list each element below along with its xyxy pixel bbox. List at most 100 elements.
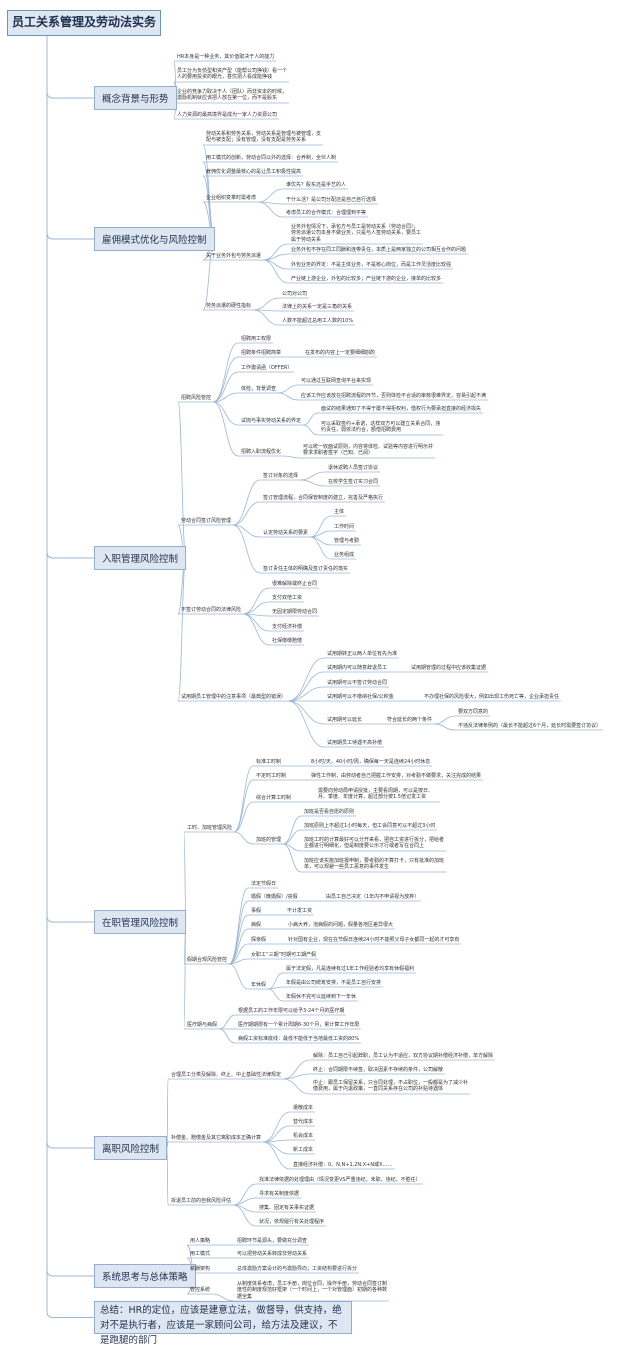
node-o1[interactable]: 招聘风险管控 (181, 395, 212, 401)
node-e1a[interactable]: 标准工时制 (256, 759, 282, 765)
node-o2c[interactable]: 认定劳动关系的要素 (263, 530, 309, 536)
node-r1[interactable]: 合理员工分类及解除、终止、中止基础性法律规定 (171, 1072, 282, 1078)
node-e2c1[interactable]: 不计发工资 (287, 908, 313, 914)
node-e2a[interactable]: 法定节假日 (251, 881, 277, 887)
node-o2c4[interactable]: 业务组成 (334, 552, 355, 558)
node-o1e1[interactable]: 面试的结果通知了不得于屡不得拒权利，借权行为要承担直接的经济损失 (321, 406, 482, 412)
node-o4e1[interactable]: 符合延长的两个条件 (387, 717, 433, 723)
node-o1e[interactable]: 试岗与事实劳动关系的界定 (241, 418, 302, 424)
node-e2d1[interactable]: 小病大养，泡病假的问题，假量各地区差异很大 (288, 922, 394, 928)
node-r2d[interactable]: 新工成本 (293, 1147, 314, 1153)
node-o2c1[interactable]: 主体 (334, 509, 345, 515)
section-resignation[interactable]: 离职风险控制 (94, 1136, 168, 1160)
node-o4a[interactable]: 试用期转正以两人单位有先为准 (327, 651, 398, 657)
node-s3[interactable]: 薪酬架构 (190, 1266, 211, 1272)
node-e3b[interactable]: 医疗期期限有一个累计周期6-30个月，累计算工作年限 (238, 1022, 360, 1028)
node-o2a2[interactable]: 在校学生签订实习合同 (328, 479, 379, 485)
node-e2g2[interactable]: 年假是由公司统筹安排，不是员工自行安排 (286, 980, 382, 986)
node-o3a[interactable]: 很难解除或终止合同 (272, 581, 318, 587)
node-e2g1[interactable]: 属于法定假，凡是连续有过1年工作经验者均享有休假福利 (286, 966, 415, 972)
node-o1a[interactable]: 招聘用工权限 (241, 336, 272, 342)
node-e3c[interactable]: 病假工资标准底线：最低不能低于当地最低工资的80% (238, 1036, 360, 1042)
node-e2g[interactable]: 年休假 (251, 982, 267, 988)
node-e2c[interactable]: 事假 (251, 908, 262, 914)
node-h5c[interactable]: 外包业务的界定：不是主体业务，不是核心岗位，而是工作灵活度比较强 (291, 262, 452, 268)
node-s2a[interactable]: 可以把劳动关系转成非劳动关系 (237, 1251, 308, 1257)
node-o1f[interactable]: 招聘入职流程优化 (241, 449, 282, 455)
section-employment[interactable]: 在职管理风险控制 (94, 910, 187, 934)
node-s4a[interactable]: 从制度体系考虑，员工手册，岗位合同，操作手册，劳动合同签订制度性的制度规范好框架… (237, 1281, 388, 1300)
node-h4[interactable]: 企业组织变革时需考虑 (206, 195, 257, 201)
node-o2d[interactable]: 签订责任主体的明确及签订责任的落实 (263, 566, 349, 572)
node-o4d1[interactable]: 不办理社保的风险很大，例如出现工伤死亡等，企业承担责任 (424, 694, 560, 700)
node-h4b[interactable]: 干什么活？是公司分配还是自己自行选择 (286, 197, 377, 203)
node-s1a[interactable]: 招聘环节是源头，要做充分调查 (237, 1238, 308, 1244)
node-bg3[interactable]: 企业的竞争力取决于人（团队）而非资本的时候，激励机制就应该把人放在第一位，而不是… (177, 89, 288, 102)
node-o1d2[interactable]: 应该工作应该放在招聘流程的环节，否则体检不合适的审核很难界定，容易引起不满 (301, 393, 487, 399)
node-r3a[interactable]: 找准法律依据的处理理由（情况变更VS严重违纪，未职，违纪，不胜任） (259, 1177, 421, 1183)
node-bg1[interactable]: HR本身是一种业务，其价值取决于人的能力 (177, 54, 275, 60)
node-h4c[interactable]: 考虑员工的合作模式：合理理到平等 (286, 210, 367, 216)
node-r2e[interactable]: 直接经济补偿：0、N,N+1,2N,X+N或X…… (293, 1162, 393, 1168)
node-h4a[interactable]: 谁优先？股东还是手艺的人 (286, 182, 347, 188)
node-e1c1[interactable]: 需要向劳动局申请授批，主要看周期，可以是按日、月、季度、年度计算，超过部分按1.… (318, 788, 434, 801)
node-o3c[interactable]: 无固定期限劳动合同 (272, 609, 318, 615)
node-e2e[interactable]: 探亲假 (251, 937, 267, 943)
node-e2f[interactable]: 女职工“三期”时期可工期产假 (251, 952, 317, 958)
node-o2[interactable]: 劳动合同签订风险管理 (181, 518, 232, 524)
node-o1d[interactable]: 体检，背景调查 (241, 386, 277, 392)
node-e1d3[interactable]: 加班工时的计算最好可以分开来看，把自工资进行拆分，把给者企都进行明细化，但是制度… (304, 837, 445, 850)
node-r3b[interactable]: 寻求有关制度依据 (259, 1191, 300, 1197)
node-bg4[interactable]: 人力资源的最高境界是成为一家人力资源公司 (177, 112, 278, 118)
node-h5a[interactable]: 业务外包情况下，承包方与员工是劳动关系（劳动合同）；劳务派遣公司本身不做业务，只… (291, 224, 422, 243)
node-o4e1a[interactable]: 要双方同意的 (458, 709, 489, 715)
node-e1d4[interactable]: 加班应该实施加班报申制，要考勤的不算打卡，只有批准的加班单，可以规避一些员工恶意… (304, 858, 445, 871)
node-o2a[interactable]: 签订对象的选择 (263, 473, 299, 479)
node-s3a[interactable]: 总体激励方案设计的与激励导向；工资结构要进行拆分 (237, 1266, 358, 1272)
node-h6c[interactable]: 人数不能超过总用工人数的10% (282, 318, 354, 324)
node-e1d2[interactable]: 加班原则上不超过1小时每天，但工会同意可以不超过3小时 (304, 823, 436, 829)
node-r2[interactable]: 补偿金、赔偿金及其它离职成本正确计算 (171, 1135, 262, 1141)
node-o4e[interactable]: 试用期可以延长 (327, 717, 363, 723)
node-bg2[interactable]: 员工分为负债型和资产型（能帮公司挣钱）看一个人的要用投资的眼光，甚优把人看成能挣… (177, 68, 288, 81)
section-hiring[interactable]: 雇佣模式优化与风险控制 (94, 227, 215, 251)
node-o4c[interactable]: 试用期可以不签订劳动合同 (327, 680, 388, 686)
node-r2b[interactable]: 替代成本 (293, 1119, 314, 1125)
node-o4b[interactable]: 试用期内可以随意辞退员工 (327, 665, 388, 671)
node-e2[interactable]: 假期合规风险管控 (187, 957, 228, 963)
mind-map-title[interactable]: 员工关系管理及劳动法实务 (7, 10, 161, 36)
node-e2g3[interactable]: 年假休不完可以延续到下一年休 (286, 994, 357, 1000)
node-o3d[interactable]: 支付经济补偿 (272, 624, 303, 630)
node-o4f[interactable]: 试用期员工待遇不高补偿 (327, 740, 383, 746)
node-r1a[interactable]: 解除：员工自己引起辞职，员工认为不适应，双方协议期补偿经济补偿，单方解除 (313, 1053, 494, 1059)
node-o2c2[interactable]: 工作时间 (334, 524, 355, 530)
node-o2a1[interactable]: 退休返聘人员签订协议 (328, 465, 379, 471)
node-r1c[interactable]: 中止：跟员工保留关系，只合同处理，不占职位，一般都是为了减少补偿费用，属于内退政… (313, 1080, 469, 1093)
node-e2b[interactable]: 婚假（晚婚假）/丧假 (251, 894, 298, 900)
node-e1[interactable]: 工时、加班管理风险 (187, 825, 233, 831)
section-background[interactable]: 概念背景与形势 (94, 86, 177, 110)
node-r3[interactable]: 拆退员工前的自我风险评估 (171, 1198, 232, 1204)
node-r3c[interactable]: 搜集、固定有关事实证据 (259, 1205, 315, 1211)
node-r2a[interactable]: 遣散成本 (293, 1105, 314, 1111)
node-o4b1[interactable]: 试用期管理的过程中应该收集证据 (411, 665, 487, 671)
node-o3[interactable]: 不签订劳动合同的法律风险 (181, 607, 242, 613)
node-h2[interactable]: 用工模式的创新，劳动合同以外的选择：合养制，全伙人制 (206, 155, 337, 161)
node-o3b[interactable]: 支付双倍工资 (272, 595, 303, 601)
node-e1d[interactable]: 加班的管理 (256, 837, 282, 843)
node-o4[interactable]: 试用期员工管理中的注意事项（最典型的错误） (181, 694, 287, 700)
node-o4d[interactable]: 试用期可以不缴纳社保/公积金 (327, 694, 394, 700)
node-o2b[interactable]: 签订管理流程，合同保管制度的建立，完善及严格执行 (263, 495, 384, 501)
node-e1b1[interactable]: 弹性工作制，由劳动者自己把握工作安排，对考勤不做要求，关注完成的结果 (311, 773, 482, 779)
node-h6a[interactable]: 公司对公司 (282, 291, 308, 297)
node-o1c[interactable]: 工作邀请函（OFFER） (241, 365, 293, 371)
node-o1b1[interactable]: 在发布的内容上一定要细细斟酌 (305, 350, 376, 356)
node-e1c[interactable]: 综合计算工时制 (256, 795, 292, 801)
node-o1e2[interactable]: 可以采取签约+承诺，这样双方可以建立关系合同，违约责任，弱依法约合，额借招聘费用 (321, 421, 441, 434)
node-e2e1[interactable]: 针对国有企业，现在在节假日连续24小时不能照父母子女都同一起的才可享有 (288, 937, 460, 943)
node-e1a1[interactable]: 8小时/天，40小时/周，确保每一天是连续24小时休息 (311, 759, 431, 765)
node-o1b[interactable]: 招聘条件招聘简章 (241, 350, 282, 356)
node-h5b[interactable]: 业务外包不存在同工同酬和连带责任，本质上是两家独立的公司相互合作的问题 (291, 247, 467, 253)
node-r3d[interactable]: 状况，依规履行有关处理程序 (259, 1219, 325, 1225)
node-r2c[interactable]: 机会成本 (293, 1133, 314, 1139)
